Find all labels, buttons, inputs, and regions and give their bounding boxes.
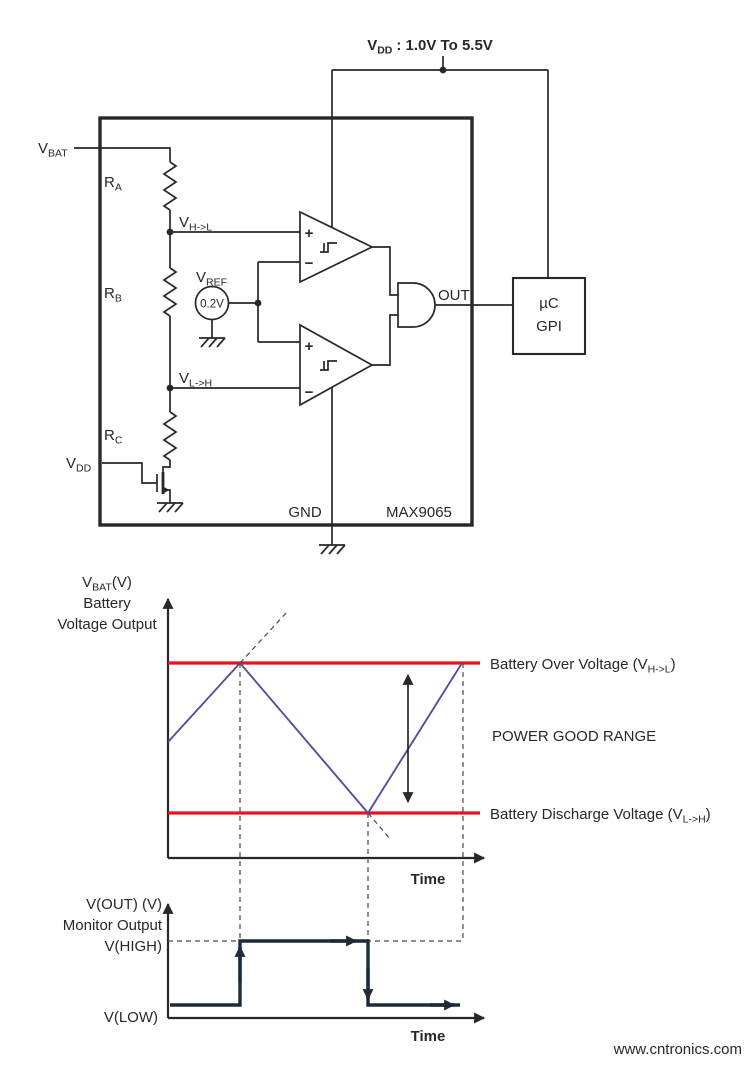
mcu-block: µC GPI: [511, 276, 587, 356]
vbat-label-sub: BAT: [48, 148, 68, 160]
vhl-label: VH->L: [179, 214, 212, 234]
comparator-triangle: [299, 323, 374, 407]
part-number-label: MAX9065: [386, 504, 452, 521]
supply-wires: [331, 56, 549, 278]
y-axis-label-line3: V(HIGH): [105, 938, 163, 955]
vref-source: VREF 0.2V: [194, 261, 300, 348]
y-axis-label-line1: VBAT(V): [82, 574, 132, 594]
y-axis-label-line1: V(OUT) (V): [86, 896, 162, 913]
supply-voltage-label: VDD: 1.0V To 5.5V: [367, 37, 493, 57]
over-voltage-label: Battery Over Voltage (VH->L): [490, 656, 676, 676]
dashed-guide-lines: [239, 663, 464, 1005]
battery-voltage-graph: VBAT(V) Battery Voltage Output Battery O…: [57, 574, 711, 1005]
supply-label-main: V: [367, 37, 377, 54]
mosfet-arrow-icon: [163, 486, 170, 494]
vlh-label: VL->H: [179, 370, 212, 390]
minus-input-label: −: [305, 384, 314, 401]
fet-vdd-label: VDD: [66, 455, 92, 475]
ground-symbol-icon: [199, 337, 226, 348]
junction-dot: [166, 228, 174, 236]
power-good-range-label: POWER GOOD RANGE: [492, 728, 656, 745]
hysteresis-icon: [320, 360, 337, 371]
plus-input-label: +: [305, 338, 314, 355]
resistor-rc: [162, 411, 178, 461]
chip-outline: [98, 116, 474, 527]
supply-label-sub: DD: [377, 45, 393, 57]
y-axis-label-line2: Monitor Output: [63, 917, 163, 934]
monitor-output-graph: V(OUT) (V) Monitor Output V(HIGH) V(LOW)…: [63, 896, 486, 1045]
waveform-dashed-extensions: [239, 611, 392, 841]
vbat-wire: [74, 147, 171, 162]
supply-rail: VDD: 1.0V To 5.5V: [331, 37, 549, 278]
rb-label: RB: [104, 285, 122, 305]
vbat-label-main: V: [38, 140, 48, 157]
vbat-input: VBAT: [38, 140, 171, 162]
junction-dot: [166, 384, 174, 392]
ground-symbol-icon: [319, 544, 346, 555]
comparator-output-wires: [372, 246, 398, 366]
vref-value: 0.2V: [200, 299, 224, 311]
watermark: www.cntronics.com: [613, 1041, 742, 1058]
time-axis-label: Time: [411, 871, 446, 888]
comparator-bottom: + −: [299, 323, 374, 407]
out-label: OUT: [438, 287, 470, 304]
battery-voltage-waveform: [167, 661, 463, 815]
mcu-outline: [511, 276, 587, 356]
mosfet-drain-wire: [162, 460, 171, 475]
and-gate-stage: OUT: [372, 246, 513, 366]
junction-dot: [254, 299, 262, 307]
minus-input-label: −: [305, 255, 314, 272]
comparator-top: + −: [299, 210, 374, 284]
hysteresis-icon: [320, 242, 337, 253]
vref-label: VREF: [196, 269, 227, 289]
ra-label: RA: [104, 174, 122, 194]
time-axis-label: Time: [411, 1028, 446, 1045]
mosfet: VDD: [66, 455, 184, 513]
plus-input-label: +: [305, 225, 314, 242]
waveform-trace: [170, 939, 460, 1007]
and-gate: [397, 282, 436, 328]
vref-distribution-wires: [228, 261, 300, 343]
v-low-label: V(LOW): [104, 1009, 158, 1026]
resistor-ra: [162, 161, 178, 211]
monitor-output-waveform: [170, 935, 460, 1011]
discharge-voltage-label: Battery Discharge Voltage (VL->H): [490, 806, 711, 826]
mcu-label-line2: GPI: [536, 318, 562, 335]
comparator-triangle: [299, 210, 374, 284]
y-axis-label-line2: Battery: [83, 595, 131, 612]
rc-label: RC: [104, 427, 123, 447]
gnd-label: GND: [288, 504, 322, 521]
resistor-divider: RA VH->L RB VL->H RC: [104, 161, 300, 461]
resistor-rb: [162, 267, 178, 317]
supply-label-range: : 1.0V To 5.5V: [396, 37, 492, 54]
threshold-lines: [168, 661, 480, 815]
mosfet-gate-wire: [102, 462, 157, 484]
mcu-label-line1: µC: [539, 295, 559, 312]
vlh-wires: [169, 316, 300, 412]
chip-ground: [319, 387, 346, 555]
y-axis-label-line3: Voltage Output: [57, 616, 157, 633]
junction-dot: [439, 66, 447, 74]
vhl-wires: [169, 210, 300, 268]
ground-symbol-icon: [157, 502, 184, 513]
chip-block: MAX9065 GND: [98, 116, 474, 527]
vbat-label: VBAT: [38, 140, 68, 160]
